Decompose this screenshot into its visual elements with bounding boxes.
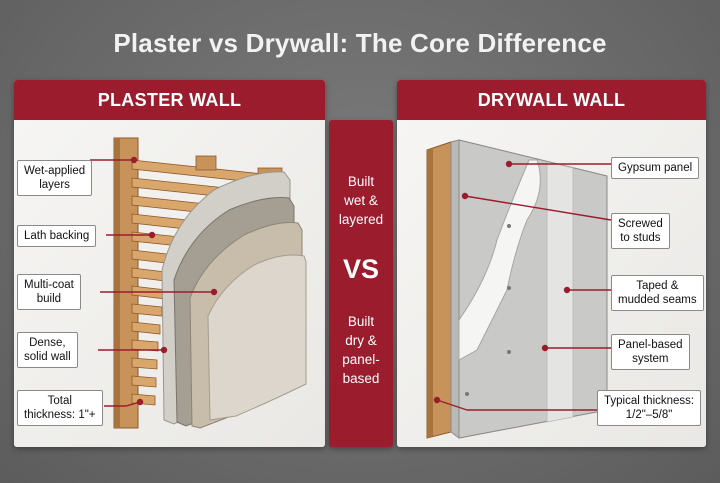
drywall-screws <box>465 224 511 396</box>
label-dense-solid-wall: Dense,solid wall <box>17 332 78 368</box>
label-lath-backing: Lath backing <box>17 225 97 247</box>
plaster-stud-shade <box>114 138 120 428</box>
vs-text: VS <box>342 254 380 284</box>
plaster-heading: PLASTER WALL <box>14 80 325 120</box>
drywall-seam-tape <box>546 161 574 423</box>
drywall-leader-lines <box>433 160 612 411</box>
label-typical-thickness: Typical thickness:1/2"–5/8" <box>597 390 702 426</box>
label-gypsum-panel: Gypsum panel <box>611 157 700 179</box>
drywall-torn-reveal <box>458 159 541 361</box>
label-taped-mudded-seams: Taped &mudded seams <box>611 275 704 311</box>
drywall-illustration <box>426 139 612 439</box>
plaster-surface <box>207 254 307 421</box>
plaster-leader-lines <box>90 156 218 407</box>
drywall-heading: DRYWALL WALL <box>397 80 706 120</box>
plaster-wall-illustration <box>90 137 307 429</box>
page-title: Plaster vs Drywall: The Core Difference <box>113 28 607 58</box>
